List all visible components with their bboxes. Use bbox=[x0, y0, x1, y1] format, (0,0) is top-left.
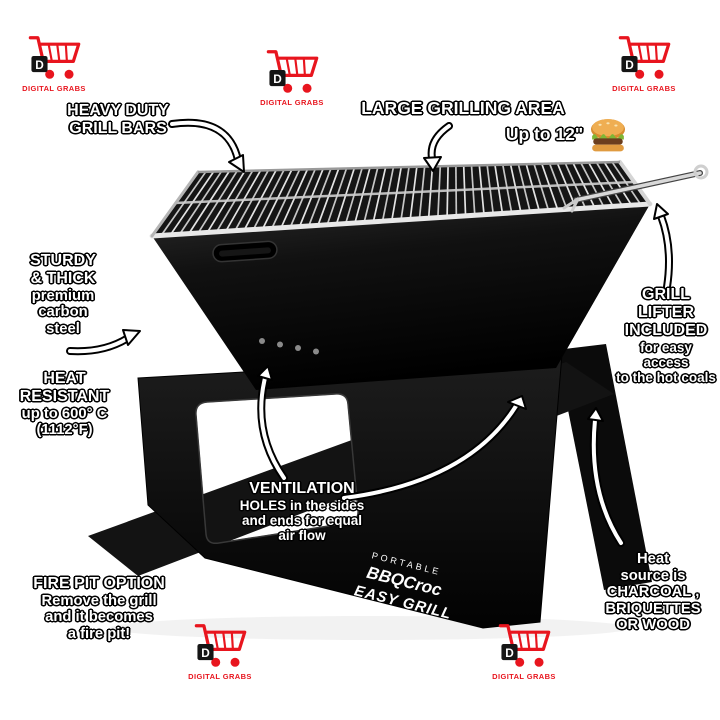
callout-line: STURDY bbox=[30, 252, 96, 269]
watermark-letter: D bbox=[35, 58, 44, 72]
callout-line: LIFTER bbox=[638, 303, 694, 321]
shopping-cart-icon: D bbox=[194, 624, 247, 667]
callout-line: HEAT bbox=[43, 370, 86, 387]
grill-legs bbox=[88, 344, 652, 629]
watermark-label: DIGITAL GRABS bbox=[188, 672, 252, 681]
callout-fire-pit: FIRE PIT OPTION Remove the grill and it … bbox=[14, 575, 184, 643]
callout-line: steel bbox=[46, 320, 80, 337]
callout-line: premium bbox=[31, 287, 95, 304]
callout-heat-source: Heat source is CHARCOAL , BRIQUETTES OR … bbox=[592, 551, 714, 634]
shopping-cart-icon: D bbox=[498, 624, 551, 667]
callout-line: and it becomes bbox=[45, 609, 153, 626]
callout-heavy-duty: HEAVY DUTY GRILL BARS bbox=[38, 102, 198, 138]
shopping-cart-icon: D bbox=[618, 36, 671, 79]
callout-heat-resistant: HEAT RESISTANT up to 600° C (1112°F) bbox=[2, 370, 127, 439]
grill-lifter-tool bbox=[562, 164, 709, 213]
arrow-grill-lifter bbox=[653, 203, 673, 291]
callout-line: Up to 12" bbox=[505, 124, 584, 145]
callout-line: INCLUDED bbox=[624, 321, 708, 339]
callout-line: air flow bbox=[278, 528, 326, 544]
grill-body bbox=[152, 162, 650, 390]
callout-line: & THICK bbox=[30, 269, 96, 287]
digitalgrabs-watermark: D DIGITAL GRABS bbox=[484, 618, 564, 681]
callout-line: VENTILATION bbox=[249, 480, 355, 497]
shopping-cart-icon: D bbox=[266, 50, 319, 93]
callout-line: Heat bbox=[636, 551, 670, 567]
callout-line: GRILL bbox=[642, 286, 690, 303]
callout-line: carbon bbox=[38, 304, 88, 321]
watermark-label: DIGITAL GRABS bbox=[260, 98, 324, 107]
callout-line: CHARCOAL , bbox=[606, 584, 700, 601]
callout-line: Remove the grill bbox=[41, 592, 157, 609]
carry-handle-slot bbox=[212, 240, 278, 263]
watermark-label: DIGITAL GRABS bbox=[22, 84, 86, 93]
digitalgrabs-watermark: D DIGITAL GRABS bbox=[14, 30, 94, 93]
arrow-sturdy bbox=[66, 329, 141, 356]
watermark-label: DIGITAL GRABS bbox=[612, 84, 676, 93]
callout-line: FIRE PIT OPTION bbox=[33, 575, 165, 592]
callout-line: up to 600° C bbox=[21, 405, 108, 422]
arrow-ventilation-left bbox=[257, 365, 288, 482]
callout-line: for easy access bbox=[640, 339, 692, 370]
watermark-letter: D bbox=[505, 646, 514, 660]
callout-line: source is bbox=[620, 567, 686, 584]
callout-line: (1112°F) bbox=[36, 422, 93, 439]
digitalgrabs-watermark: D DIGITAL GRABS bbox=[604, 30, 684, 93]
watermark-label: DIGITAL GRABS bbox=[492, 672, 556, 681]
digitalgrabs-watermark: D DIGITAL GRABS bbox=[252, 44, 332, 107]
arrow-heat-source bbox=[587, 407, 625, 547]
arrow-heavy-duty bbox=[168, 118, 245, 173]
callout-sturdy-thick: STURDY & THICK premium carbon steel bbox=[8, 252, 118, 338]
shopping-cart-icon: D bbox=[28, 36, 81, 79]
callout-large-grilling-area: LARGE GRILLING AREA bbox=[348, 98, 578, 119]
watermark-letter: D bbox=[625, 58, 634, 72]
vent-holes bbox=[259, 338, 319, 355]
callout-line: HEAVY DUTY bbox=[67, 102, 169, 119]
handle-cutout bbox=[195, 393, 359, 545]
arrow-large-area bbox=[423, 122, 453, 172]
callout-ventilation: VENTILATION HOLES in the sides and ends … bbox=[212, 480, 392, 543]
burger-icon bbox=[591, 119, 626, 152]
callout-line: RESISTANT bbox=[19, 387, 110, 405]
callout-line: GRILL BARS bbox=[69, 119, 167, 137]
callout-line: LARGE GRILLING AREA bbox=[361, 98, 565, 118]
callout-line: a fire pit! bbox=[67, 626, 131, 643]
watermark-letter: D bbox=[273, 72, 282, 86]
digitalgrabs-watermark: D DIGITAL GRABS bbox=[180, 618, 260, 681]
grill-grate bbox=[149, 160, 653, 239]
callout-line: and ends for equal bbox=[241, 513, 363, 529]
callout-line: HOLES in the sides bbox=[239, 497, 365, 513]
callout-line: to the hot coals bbox=[616, 369, 716, 385]
watermark-letter: D bbox=[201, 646, 210, 660]
callout-line: OR WOOD bbox=[616, 617, 690, 634]
callout-line: BRIQUETTES bbox=[605, 600, 701, 617]
arrow-ventilation-right bbox=[340, 395, 527, 502]
callout-up-to-12: Up to 12" bbox=[492, 118, 642, 152]
callout-grill-lifter: GRILL LIFTER INCLUDED for easy access to… bbox=[616, 286, 716, 385]
